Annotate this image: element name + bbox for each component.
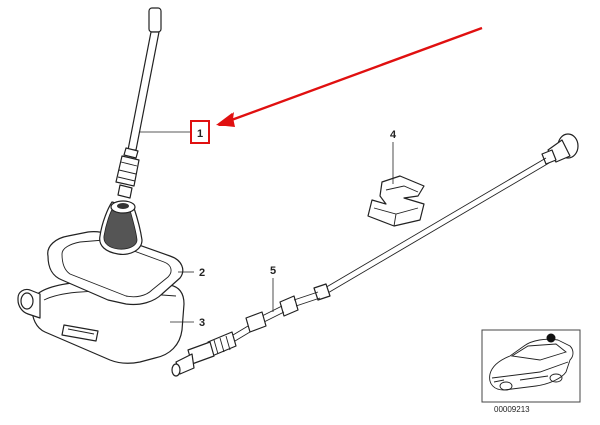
callout-number: 3 — [199, 317, 205, 329]
highlight-arrow — [216, 26, 483, 127]
highlight-box — [190, 120, 210, 144]
antenna-gasket[interactable] — [47, 200, 184, 306]
vehicle-locator-thumbnail: 00009213 — [481, 329, 581, 414]
callout-3: 3 — [170, 317, 205, 329]
location-dot — [546, 333, 556, 343]
callout-2: 2 — [178, 267, 205, 279]
callout-number: 4 — [390, 129, 397, 141]
antenna-cable[interactable] — [171, 133, 579, 377]
callout-number: 1 — [197, 128, 203, 140]
reference-code: 00009213 — [494, 405, 530, 414]
callout-1: 1 — [140, 120, 210, 144]
callout-4: 4 — [390, 129, 397, 184]
callout-number: 5 — [270, 265, 276, 277]
antenna-rod[interactable] — [115, 7, 162, 199]
callout-5: 5 — [270, 265, 276, 312]
callout-number: 2 — [199, 267, 205, 279]
cable-clip[interactable] — [367, 175, 425, 227]
